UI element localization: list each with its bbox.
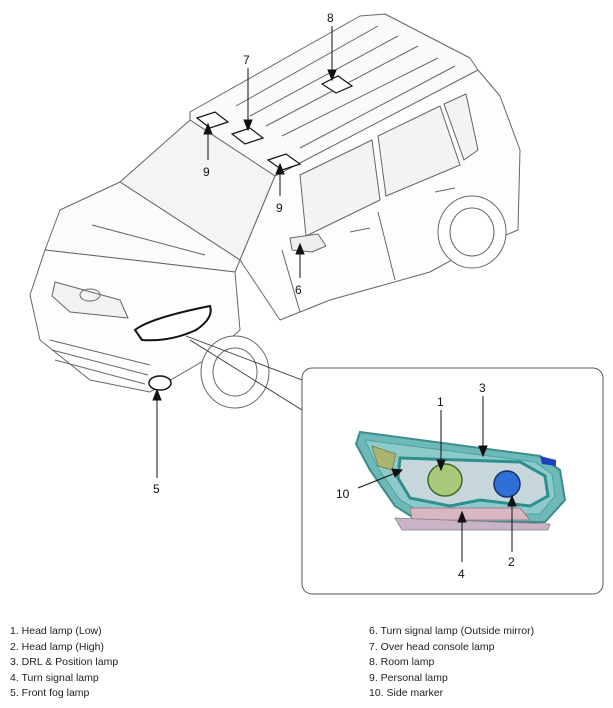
personal-lamp-left-marker <box>195 111 230 129</box>
legend-item-5: 5. Front fog lamp <box>10 687 90 700</box>
callout-8: 8 <box>327 11 334 25</box>
legend-item-8: 8. Room lamp <box>369 656 435 669</box>
legend-item-3: 3. DRL & Position lamp <box>10 656 119 669</box>
callout-4: 4 <box>458 567 465 581</box>
detail-leader-lines <box>357 396 517 562</box>
callout-9-right: 9 <box>276 201 283 215</box>
leader-lines <box>152 26 337 478</box>
legend-left-column: 1. Head lamp (Low) 2. Head lamp (High) 3… <box>10 624 118 702</box>
detail-connector <box>185 335 303 411</box>
legend-item-7: 7. Over head console lamp <box>369 640 495 653</box>
overhead-console-lamp-marker <box>230 127 265 145</box>
callout-3: 3 <box>479 381 486 395</box>
callout-9-left: 9 <box>203 165 210 179</box>
vehicle-drawing <box>29 13 521 409</box>
callout-1: 1 <box>437 395 444 409</box>
personal-lamp-right-marker <box>266 153 302 171</box>
legend-item-6: 6. Turn signal lamp (Outside mirror) <box>369 625 535 637</box>
legend-item-1: 1. Head lamp (Low) <box>10 625 102 637</box>
callout-5: 5 <box>153 482 160 496</box>
headlamp-outline <box>133 304 212 342</box>
legend-item-10: 10. Side marker <box>369 687 444 700</box>
callout-10: 10 <box>336 487 350 501</box>
high-beam-lens <box>493 470 521 498</box>
legend-item-9: 9. Personal lamp <box>369 671 448 684</box>
fog-lamp-outline <box>148 375 172 391</box>
lamp-location-diagram: 8 7 9 9 6 5 1 3 10 4 2 <box>29 11 604 595</box>
legend-item-4: 4. Turn signal lamp <box>10 671 99 684</box>
callout-6: 6 <box>295 283 302 297</box>
callout-7: 7 <box>243 53 250 67</box>
low-beam-lens <box>427 463 463 497</box>
legend-item-2: 2. Head lamp (High) <box>10 640 104 653</box>
callout-2: 2 <box>508 555 515 569</box>
legend-right-column: 6. Turn signal lamp (Outside mirror) 7. … <box>369 624 534 702</box>
